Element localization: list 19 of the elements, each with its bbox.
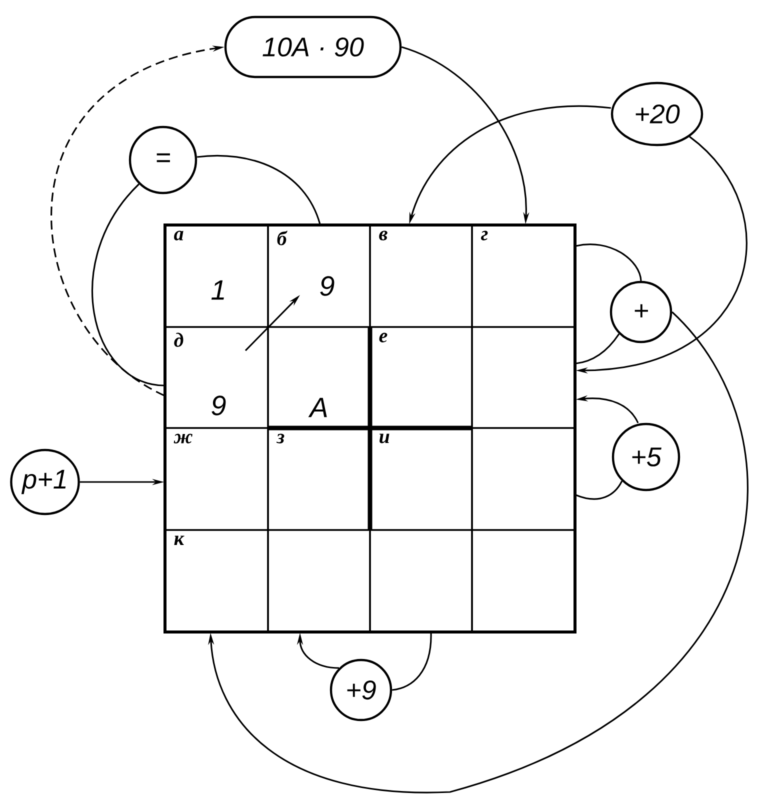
grid-cell: б 9 xyxy=(267,224,371,328)
grid-cell: A xyxy=(267,326,371,429)
grid-cell: г xyxy=(471,224,576,328)
grid-cell: ж xyxy=(164,427,269,531)
arrow xyxy=(208,311,748,793)
grid-cell xyxy=(471,326,576,429)
grid-cell: к xyxy=(164,529,269,633)
grid-cell xyxy=(267,529,371,633)
grid-cell: в xyxy=(369,224,473,328)
node-label: и xyxy=(380,434,390,444)
formula-pill: 10A · 90 xyxy=(224,16,402,78)
grid-cell: д 9 xyxy=(164,326,269,429)
node-label: а xyxy=(174,230,184,240)
grid-cell xyxy=(471,529,576,633)
node-label: 1 xyxy=(211,280,224,300)
grid-cell xyxy=(471,427,576,531)
grid-cell xyxy=(369,529,473,633)
grid-cell: е xyxy=(369,326,473,429)
grid-cell: з xyxy=(267,427,371,531)
